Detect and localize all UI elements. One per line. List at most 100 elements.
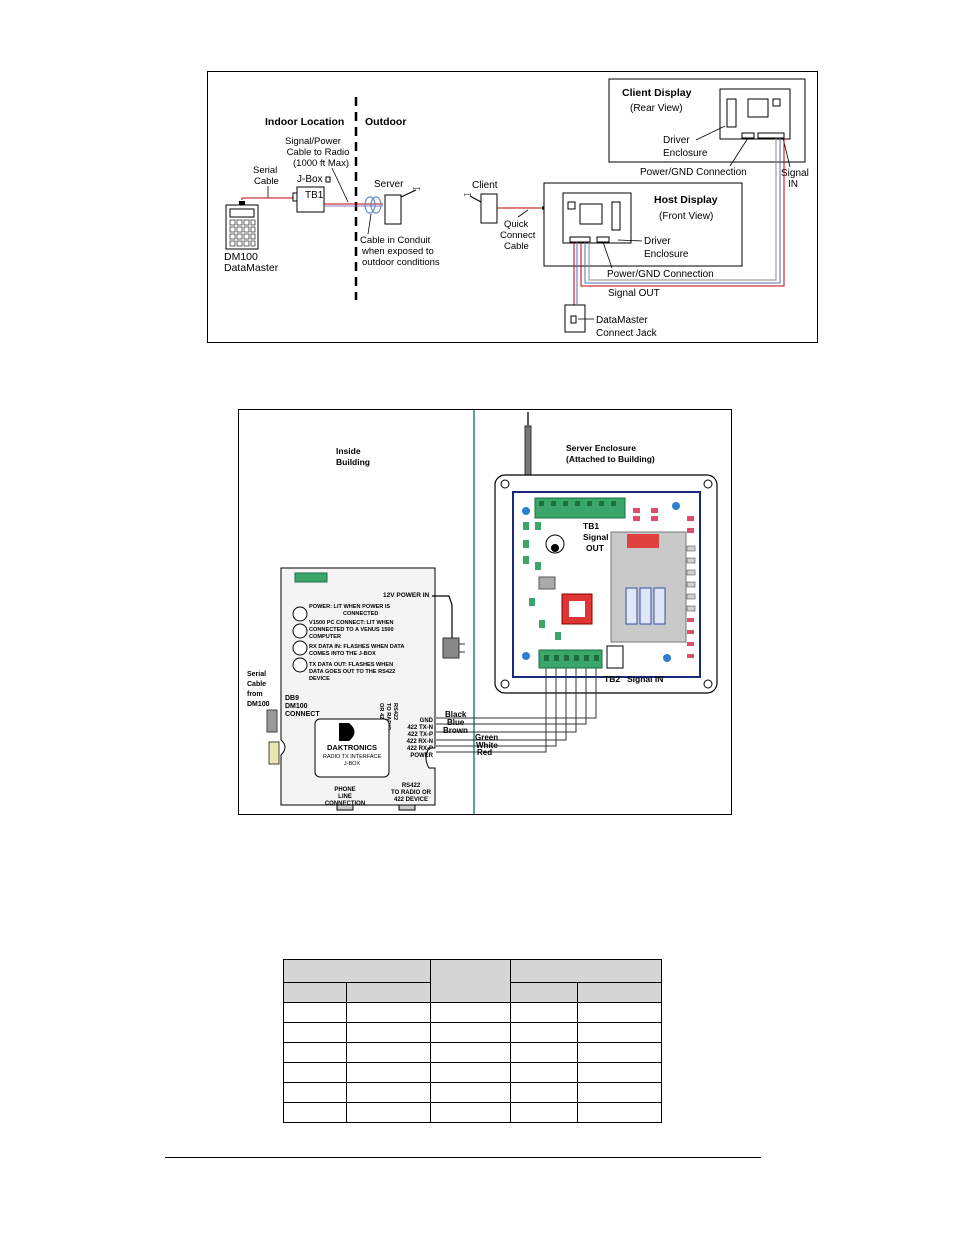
tx-led — [292, 657, 308, 673]
quick-connect-3: Cable — [504, 241, 529, 252]
led-tx-1: TX DATA OUT: FLASHES WHEN — [309, 662, 393, 668]
signal-in-label: Signal IN — [627, 674, 663, 684]
table-cell — [430, 1062, 511, 1083]
table-cell — [510, 1062, 578, 1083]
daktronics-logo — [339, 723, 355, 741]
server-antenna-icon: 𝄩 — [413, 184, 420, 194]
serial-cable-label-2: Cable — [254, 176, 279, 187]
brand-name: DAKTRONICS — [327, 743, 377, 752]
power-adapter — [442, 637, 460, 659]
power-gnd-2: Power/GND Connection — [607, 269, 714, 280]
table-cell — [283, 1102, 347, 1123]
server-enclosure-2: (Attached to Building) — [566, 454, 655, 464]
outdoor-label: Outdoor — [365, 116, 406, 128]
wiring-svg: Inside Building Server Enclosure (Attach… — [247, 410, 718, 814]
rs422-bottom-2: TO RADIO OR — [391, 790, 432, 796]
wire-black: Black — [445, 710, 467, 719]
table-cell — [346, 1022, 431, 1043]
footer-rule — [165, 1157, 761, 1158]
db9-label-1: DB9 — [285, 695, 299, 702]
table-row — [283, 1002, 662, 1023]
led-tx-3: DEVICE — [309, 676, 330, 682]
phone-line-3: CONNECTION — [325, 801, 365, 807]
wire-white: White — [476, 741, 498, 750]
rs422-bottom-3: 422 DEVICE — [394, 797, 428, 803]
connect-jack-2: Connect Jack — [596, 328, 658, 339]
power-12v-label: 12V POWER IN — [383, 592, 430, 599]
brand-sub-1: RADIO TX INTERFACE — [323, 754, 382, 760]
table-cell — [346, 1082, 431, 1103]
wire-red: Red — [477, 748, 492, 757]
tb1-label: TB1 — [305, 190, 324, 201]
table-cell — [283, 1062, 347, 1083]
serial-label-4: DM100 — [247, 701, 270, 708]
table-row — [283, 1042, 662, 1063]
brand-sub-2: J-BOX — [344, 761, 361, 767]
tb2-terminal — [538, 649, 603, 669]
cable-label-3: (1000 ft Max) — [293, 158, 349, 169]
table-row — [283, 1022, 662, 1043]
table-cell — [577, 1082, 662, 1103]
table-row — [283, 1062, 662, 1083]
led-rx-1: RX DATA IN: FLASHES WHEN DATA — [309, 644, 404, 650]
led-tx-2: DATA GOES OUT TO THE RS422 — [309, 669, 395, 675]
tb2-label: TB2 — [604, 674, 620, 684]
table-cell — [283, 1022, 347, 1043]
led-power-1: POWER: LIT WHEN POWER IS — [309, 604, 390, 610]
table-cell — [510, 1042, 578, 1063]
led-rx-2: COMES INTO THE J-BOX — [309, 651, 376, 657]
cable-label-1: Signal/Power — [285, 136, 341, 147]
datamaster-label-2: DataMaster — [224, 262, 279, 274]
inside-building-1: Inside — [336, 446, 361, 456]
conduit-label-3: outdoor conditions — [362, 257, 440, 268]
table-cell — [283, 1042, 347, 1063]
power-gnd-1: Power/GND Connection — [640, 167, 747, 178]
table-cell — [577, 1102, 662, 1123]
table-header-row — [283, 959, 662, 1003]
conduit-label-2: when exposed to — [361, 246, 434, 257]
client-display-title: Client Display — [622, 87, 692, 99]
server-device — [384, 194, 402, 225]
rs422-vert-2: TO RADIO — [385, 703, 391, 731]
table-cell — [430, 1022, 511, 1043]
led-power-2: CONNECTED — [343, 611, 378, 617]
signal-in-2: IN — [788, 179, 798, 190]
inside-building-2: Building — [336, 457, 370, 467]
driver-enclosure-1a: Driver — [663, 135, 690, 146]
rs422-bottom-1: RS422 — [402, 783, 421, 789]
table-cell — [510, 1022, 578, 1043]
table-cell — [577, 1062, 662, 1083]
table-cell — [346, 1042, 431, 1063]
table-row — [283, 1082, 662, 1103]
wire-green: Green — [475, 733, 498, 742]
serial-label-3: from — [247, 691, 263, 698]
serial-cable-label-1: Serial — [253, 165, 277, 176]
client-device — [480, 193, 498, 224]
datamaster-label-1: DM100 — [224, 251, 258, 263]
db9-connector — [266, 709, 278, 733]
table-cell — [430, 1082, 511, 1103]
wire-blue: Blue — [447, 718, 465, 727]
table-cell — [510, 1102, 578, 1123]
pc-connect-led — [292, 623, 308, 639]
table-cell — [430, 1002, 511, 1023]
rear-view-label: (Rear View) — [630, 103, 683, 114]
host-display-title: Host Display — [654, 194, 718, 206]
driver-enclosure-1b: Enclosure — [663, 148, 708, 159]
table-cell — [346, 1002, 431, 1023]
driver-enclosure-2b: Enclosure — [644, 249, 689, 260]
conduit-label-1: Cable in Conduit — [360, 235, 431, 246]
wiring-table — [283, 959, 662, 1123]
serial-label-1: Serial — [247, 671, 266, 678]
table-cell — [510, 1002, 578, 1023]
datamaster-device — [225, 201, 259, 250]
table-cell — [577, 1002, 662, 1023]
table-cell — [346, 1102, 431, 1123]
wire-brown: Brown — [443, 726, 468, 735]
table-body — [283, 1002, 662, 1123]
front-view-label: (Front View) — [659, 211, 713, 222]
daktronics-label-plate — [314, 718, 390, 778]
pin-tx-n: 422 TX-N — [407, 725, 433, 731]
jbox-wiring-diagram: Inside Building Server Enclosure (Attach… — [238, 409, 732, 815]
indoor-label: Indoor Location — [265, 116, 344, 128]
